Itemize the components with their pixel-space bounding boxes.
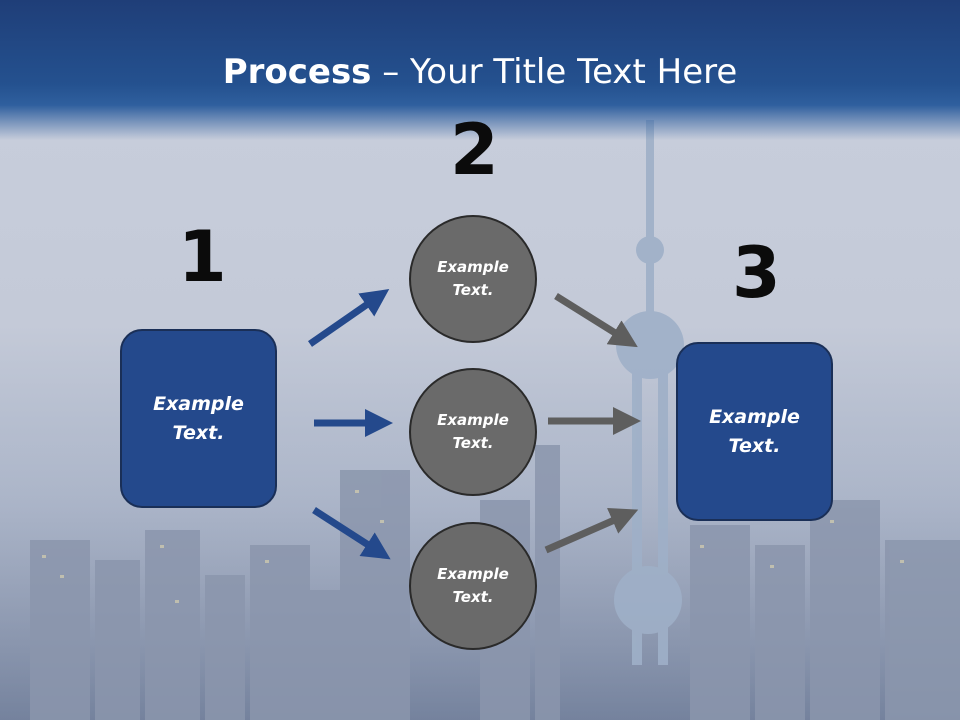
header-band (0, 0, 960, 140)
step-number-1: 1 (178, 216, 227, 298)
circle-top-line1: Example (437, 258, 509, 276)
arrow-1-to-top (308, 289, 390, 347)
circle-middle-line2: Text. (452, 434, 494, 452)
title-bold: Process (222, 52, 372, 92)
arrow-top-to-3 (554, 293, 638, 348)
slide-title: Process – Your Title Text Here (0, 52, 960, 92)
step-number-2: 2 (450, 109, 499, 191)
circle-middle-line1: Example (437, 411, 509, 429)
step-1-line1: Example (153, 392, 244, 415)
step-3-line1: Example (709, 405, 800, 428)
title-rest: – Your Title Text Here (371, 52, 738, 92)
step-3-line2: Text. (728, 434, 781, 457)
circle-bottom-line1: Example (437, 565, 509, 583)
step-number-3: 3 (732, 232, 781, 314)
arrow-1-to-bottom (312, 507, 391, 560)
circle-bottom-line2: Text. (452, 588, 494, 606)
step-1-line2: Text. (172, 421, 225, 444)
circle-top-line2: Text. (452, 281, 494, 299)
arrow-bottom-to-3 (544, 507, 639, 554)
